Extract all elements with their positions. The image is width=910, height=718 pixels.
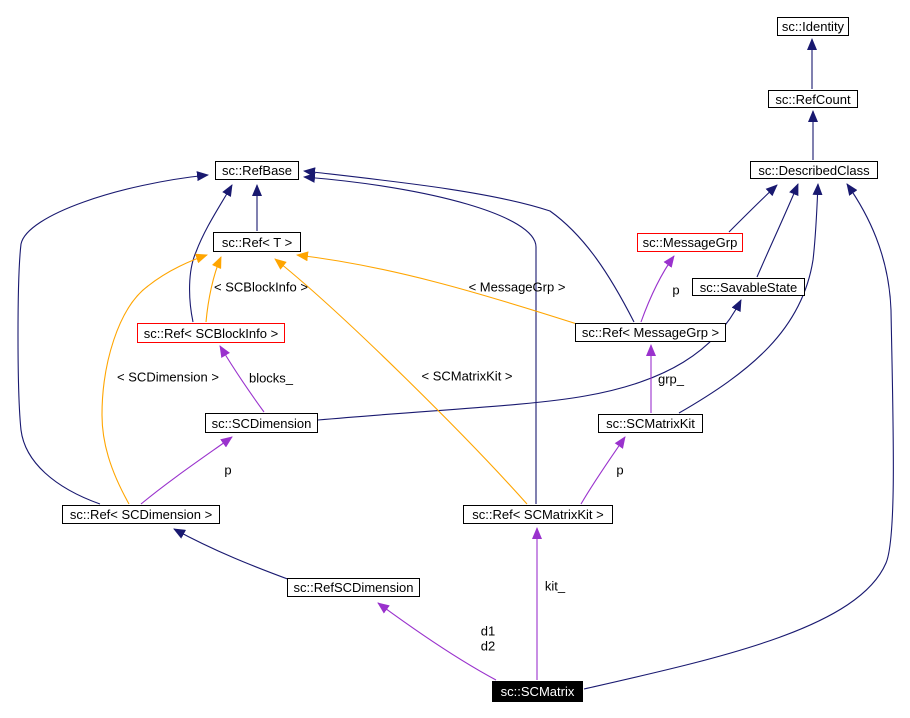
edge-template-scblockinfo [205,256,222,323]
edge-ref-scdimension-to-refbase [17,171,209,505]
node-sc-ref-scdimension[interactable]: sc::Ref< SCDimension > [62,505,220,524]
edge-scmatrix-to-describedclass [583,183,894,690]
edge-template-scmatrixkit [274,258,528,505]
node-sc-refbase[interactable]: sc::RefBase [215,161,299,180]
edge-savablestate-to-describedclass [756,183,799,278]
edge-use-p-scdimension [140,436,233,505]
node-sc-identity[interactable]: sc::Identity [777,17,849,36]
edge-use-p-scmatrixkit [580,436,626,505]
edge-template-messagegrp [296,251,578,325]
edge-label-kit: kit_ [544,578,566,594]
edge-label-d2: d2 [480,638,496,654]
edge-label-template-scblockinfo: < SCBlockInfo > [214,279,308,295]
edge-label-p-scdimension: p [224,462,232,478]
node-sc-ref-scmatrixkit[interactable]: sc::Ref< SCMatrixKit > [463,505,613,524]
node-sc-savablestate[interactable]: sc::SavableState [692,278,805,296]
edge-refscblockinfo-to-refbase [189,184,233,323]
node-sc-refcount[interactable]: sc::RefCount [768,90,858,108]
node-sc-scmatrixkit[interactable]: sc::SCMatrixKit [598,414,703,433]
edge-use-blocks [219,345,265,413]
edge-label-p-messagegrp: p [672,282,680,298]
edge-label-d1: d1 [480,623,496,639]
edge-label-template-scmatrixkit: < SCMatrixKit > [421,368,513,384]
node-sc-ref-scblockinfo[interactable]: sc::Ref< SCBlockInfo > [137,323,285,343]
edge-scmatrixkit-to-describedclass [678,183,823,414]
edge-refscdimension-to-ref-scdimension [173,528,294,582]
edge-ref-scmatrixkit-to-refbase [303,172,537,504]
edge-use-d1-d2 [377,602,497,681]
edge-label-template-messagegrp: < MessageGrp > [468,279,566,295]
node-sc-refscdimension[interactable]: sc::RefSCDimension [287,578,420,597]
edge-label-blocks: blocks_ [248,370,294,386]
edge-use-p-messagegrp [640,255,675,323]
node-sc-scmatrix[interactable]: sc::SCMatrix [492,681,583,702]
edge-label-p-scmatrixkit: p [616,462,624,478]
node-sc-messagegrp[interactable]: sc::MessageGrp [637,233,743,252]
edge-ref-messagegrp-to-refbase [303,167,635,323]
edge-scdimension-to-savablestate [317,299,742,421]
edge-label-grp: grp_ [657,371,685,387]
node-sc-ref-t[interactable]: sc::Ref< T > [213,232,301,252]
node-sc-describedclass[interactable]: sc::DescribedClass [750,161,878,179]
edge-messagegrp-to-describedclass [728,184,778,233]
edge-label-template-scdimension: < SCDimension > [117,369,219,385]
node-sc-scdimension[interactable]: sc::SCDimension [205,413,318,433]
node-sc-ref-messagegrp[interactable]: sc::Ref< MessageGrp > [575,323,726,342]
edge-template-scdimension [101,253,208,505]
